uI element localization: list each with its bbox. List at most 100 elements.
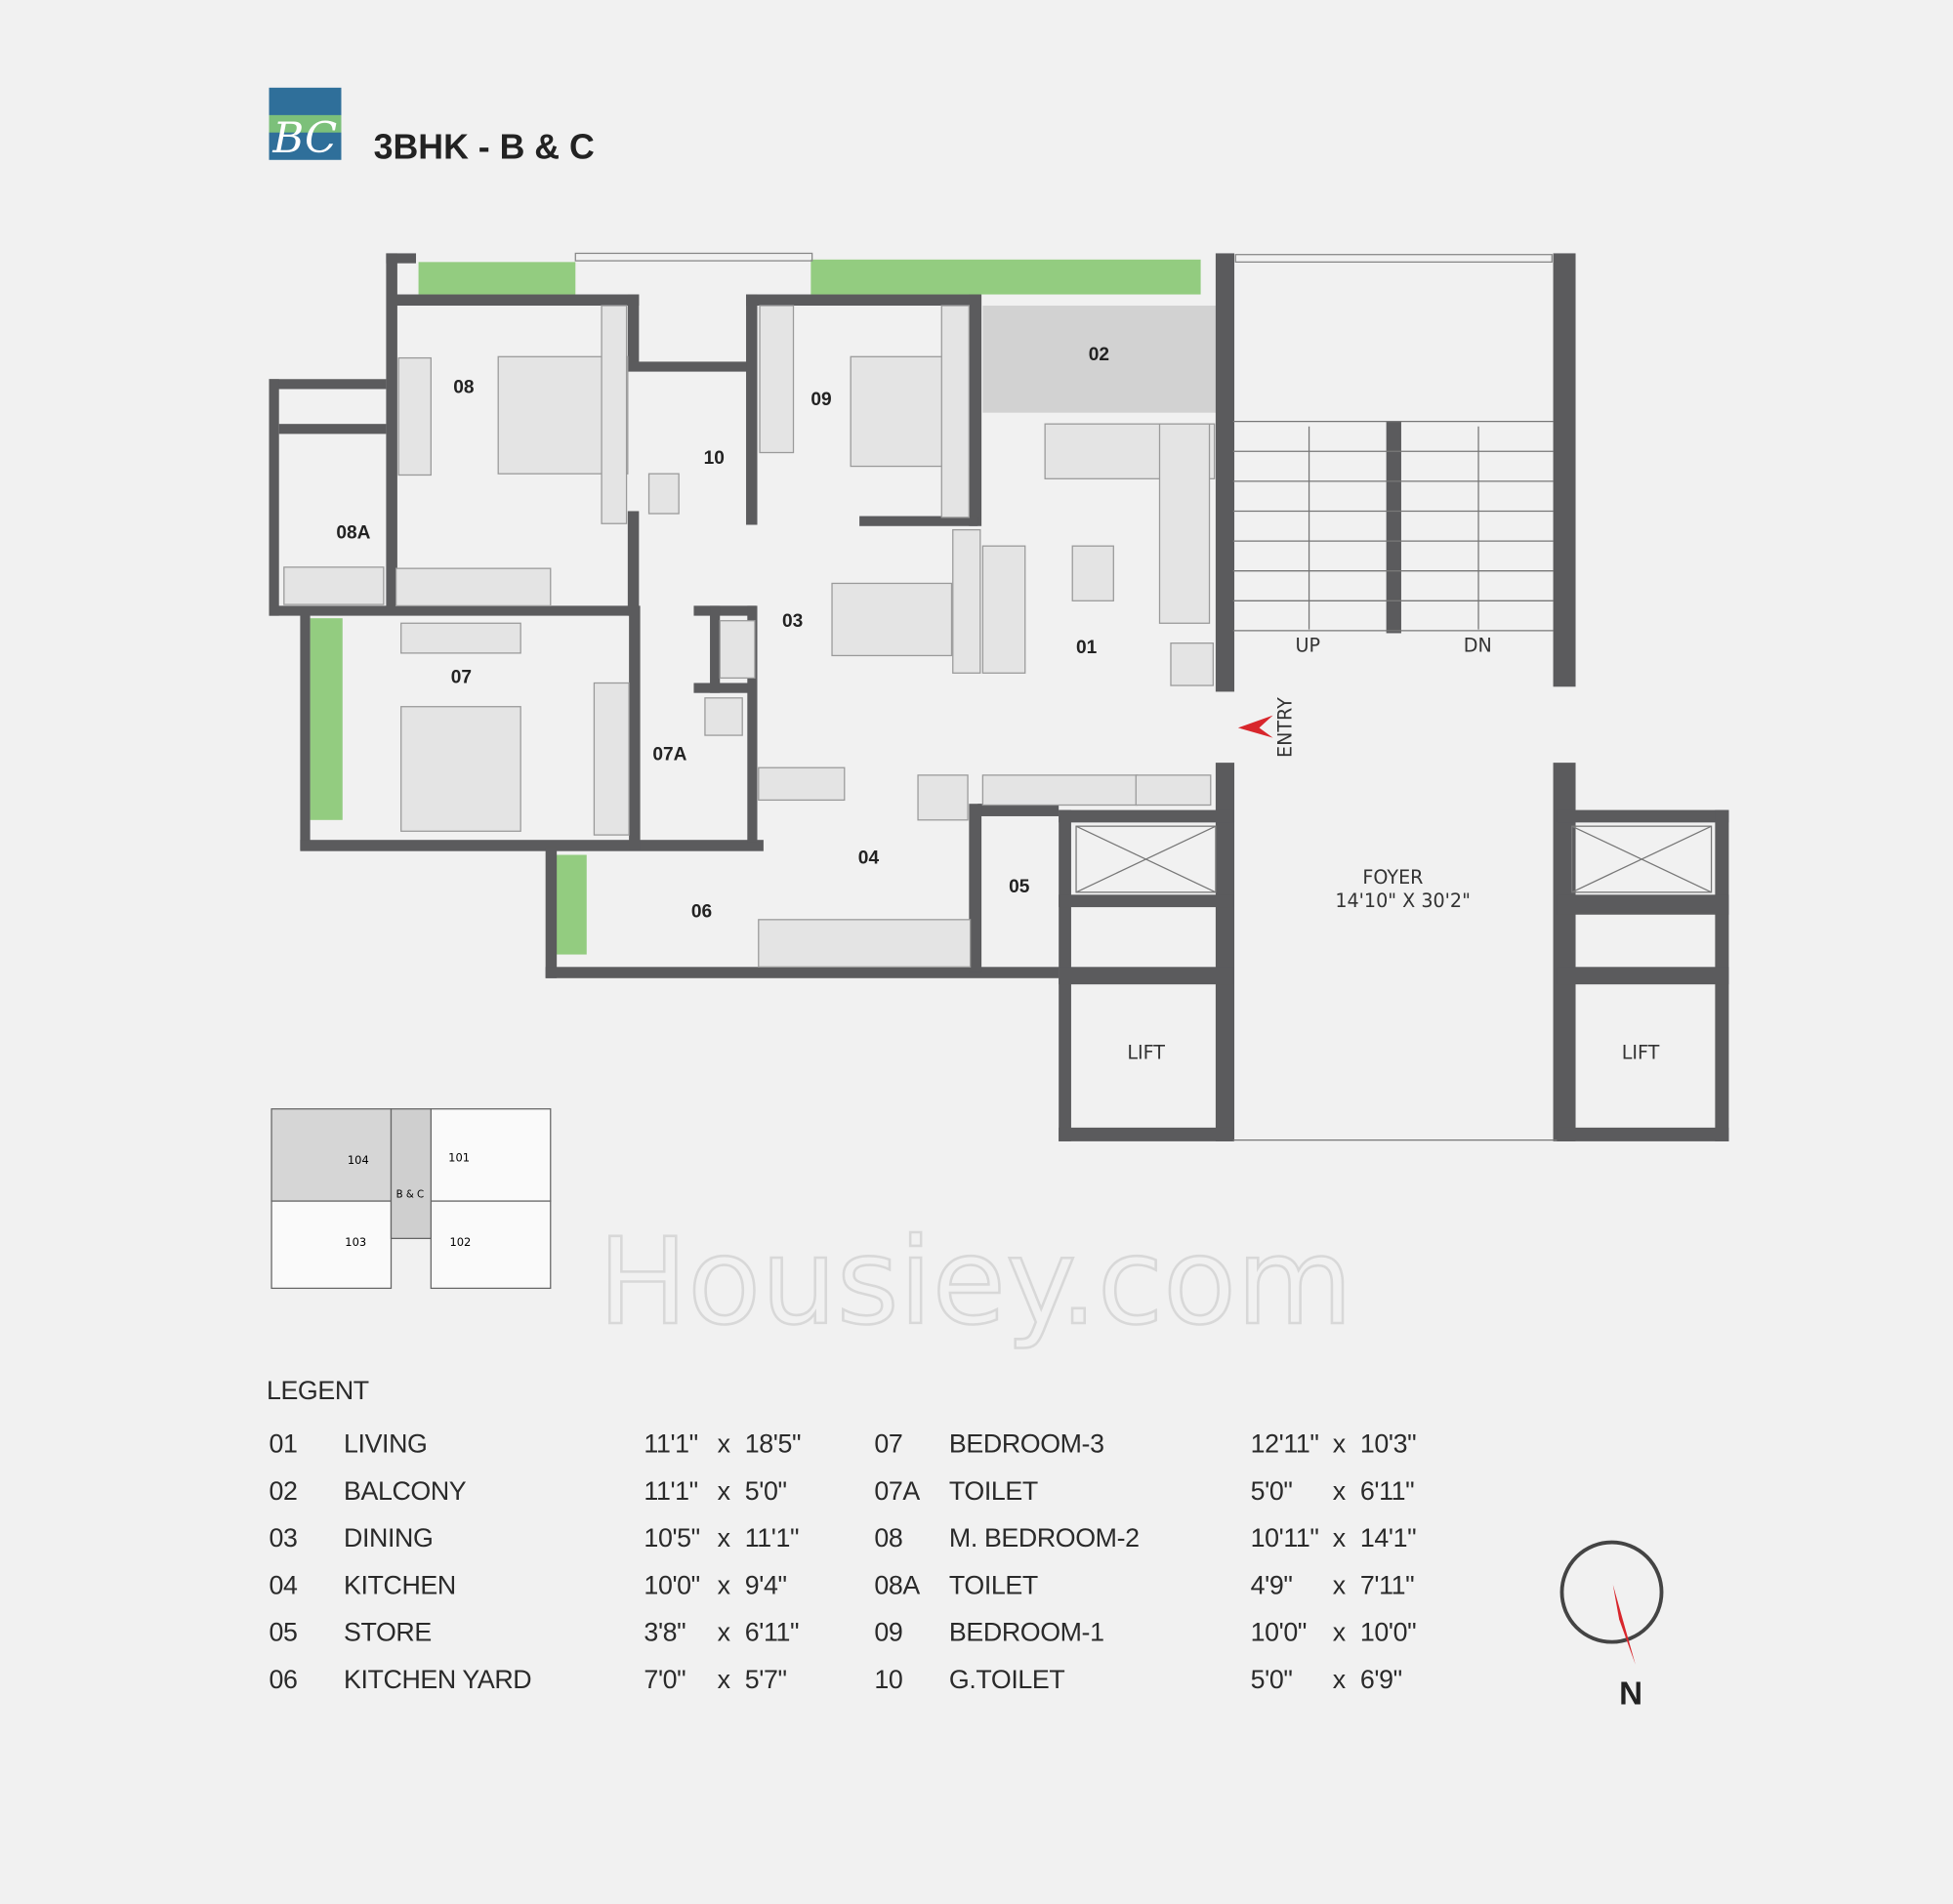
balcony-02 <box>982 306 1218 413</box>
legend-w: 7'0" <box>644 1665 686 1694</box>
walls <box>269 253 1729 1141</box>
legend-title: LEGENT <box>267 1376 369 1405</box>
room-label-05: 05 <box>1009 877 1030 897</box>
legend-code: 01 <box>270 1429 298 1459</box>
lift-label-right: LIFT <box>1622 1042 1660 1064</box>
legend-x: x <box>1333 1618 1347 1647</box>
legend-x: x <box>1333 1429 1347 1459</box>
north-compass-icon: N <box>1559 1540 1664 1712</box>
legend-name: BEDROOM-1 <box>949 1618 1104 1647</box>
legend-h: 11'1" <box>745 1523 799 1552</box>
legend-h: 10'3" <box>1360 1429 1416 1459</box>
legend-code: 02 <box>270 1476 298 1506</box>
room-label-06: 06 <box>691 901 712 922</box>
legend-code: 08 <box>874 1523 902 1552</box>
key-plan-unit: 102 <box>449 1235 471 1249</box>
room-label-07: 07 <box>451 667 472 687</box>
legend-name: LIVING <box>344 1429 427 1459</box>
legend-name: KITCHEN <box>344 1570 456 1599</box>
legend-code: 04 <box>270 1570 299 1599</box>
room-label-08a: 08A <box>336 523 370 544</box>
duct-shafts <box>1075 825 1713 893</box>
staircase <box>1232 420 1554 632</box>
page-title: 3BHK - B & C <box>374 128 595 167</box>
legend-code: 09 <box>874 1618 902 1647</box>
balcony-planter-08 <box>418 262 576 295</box>
room-label-04: 04 <box>858 848 880 868</box>
watermark: Housiey.com <box>598 1212 1352 1351</box>
legend-x: x <box>718 1476 731 1506</box>
legend-w: 4'9" <box>1251 1570 1293 1599</box>
legend-w: 10'11" <box>1251 1523 1319 1552</box>
legend-w: 10'5" <box>644 1523 699 1552</box>
compass-north-label: N <box>1619 1676 1642 1712</box>
stair-down-label: DN <box>1464 635 1492 657</box>
legend-x: x <box>718 1523 731 1552</box>
legend-name: TOILET <box>949 1570 1038 1599</box>
legend: LEGENT 01 LIVING 11'1" x 18'5" 02 BALCONY 11'1"… <box>267 1376 1417 1694</box>
balcony-planter-09 <box>810 259 1201 295</box>
legend-code: 03 <box>270 1523 298 1552</box>
legend-name: STORE <box>344 1618 432 1647</box>
legend-x: x <box>718 1429 731 1459</box>
legend-x: x <box>1333 1523 1347 1552</box>
legend-w: 11'1" <box>644 1429 697 1459</box>
legend-x: x <box>718 1570 731 1599</box>
legend-code: 05 <box>270 1618 298 1647</box>
legend-h: 7'11" <box>1360 1570 1414 1599</box>
legend-name: BALCONY <box>344 1476 467 1506</box>
legend-code: 07 <box>874 1429 902 1459</box>
key-plan: 104 101 103 102 B & C <box>270 1108 552 1290</box>
legend-h: 18'5" <box>745 1429 801 1459</box>
key-plan-unit: 104 <box>348 1153 369 1167</box>
legend-h: 14'1" <box>1360 1523 1416 1552</box>
legend-h: 5'7" <box>745 1665 787 1694</box>
legend-w: 5'0" <box>1251 1665 1293 1694</box>
legend-x: x <box>718 1618 731 1647</box>
legend-w: 10'0" <box>1251 1618 1307 1647</box>
railing <box>574 252 813 262</box>
room-label-03: 03 <box>782 611 803 632</box>
key-plan-unit: 101 <box>448 1150 470 1164</box>
legend-w: 11'1" <box>644 1476 697 1506</box>
room-label-10: 10 <box>704 448 725 469</box>
legend-name: BEDROOM-3 <box>949 1429 1104 1459</box>
legend-h: 5'0" <box>745 1476 787 1506</box>
legend-name: TOILET <box>949 1476 1038 1506</box>
furniture <box>283 305 1216 968</box>
legend-code: 08A <box>874 1570 920 1599</box>
entry-arrow-icon <box>1237 715 1273 738</box>
planter-07 <box>310 618 343 820</box>
foyer-size: 14'10" X 30'2" <box>1335 890 1471 912</box>
legend-name: KITCHEN YARD <box>344 1665 531 1694</box>
legend-name: G.TOILET <box>949 1665 1064 1694</box>
railing <box>1234 254 1553 264</box>
legend-name: DINING <box>344 1523 433 1552</box>
brand-logo: BC <box>269 87 342 163</box>
floor-plan: 01 02 03 04 05 06 07 07A 08 08A 09 10 UP… <box>269 252 1729 1141</box>
legend-x: x <box>1333 1476 1347 1506</box>
svg-text:BC: BC <box>271 114 337 163</box>
legend-h: 10'0" <box>1360 1618 1416 1647</box>
legend-w: 3'8" <box>644 1618 686 1647</box>
legend-w: 5'0" <box>1251 1476 1293 1506</box>
legend-x: x <box>1333 1570 1347 1599</box>
legend-h: 9'4" <box>745 1570 787 1599</box>
entry-label: ENTRY <box>1274 697 1297 758</box>
legend-h: 6'11" <box>1360 1476 1414 1506</box>
room-label-07a: 07A <box>652 745 686 766</box>
legend-code: 10 <box>874 1665 902 1694</box>
legend-w: 10'0" <box>644 1570 699 1599</box>
legend-h: 6'9" <box>1360 1665 1402 1694</box>
key-plan-core: B & C <box>396 1189 425 1200</box>
legend-code: 06 <box>270 1665 298 1694</box>
legend-code: 07A <box>874 1476 920 1506</box>
lift-label-left: LIFT <box>1127 1042 1165 1064</box>
legend-name: M. BEDROOM-2 <box>949 1523 1140 1552</box>
key-plan-unit: 103 <box>345 1235 366 1249</box>
legend-w: 12'11" <box>1251 1429 1319 1459</box>
legend-x: x <box>718 1665 731 1694</box>
foyer-label: FOYER <box>1362 866 1423 889</box>
legend-x: x <box>1333 1665 1347 1694</box>
